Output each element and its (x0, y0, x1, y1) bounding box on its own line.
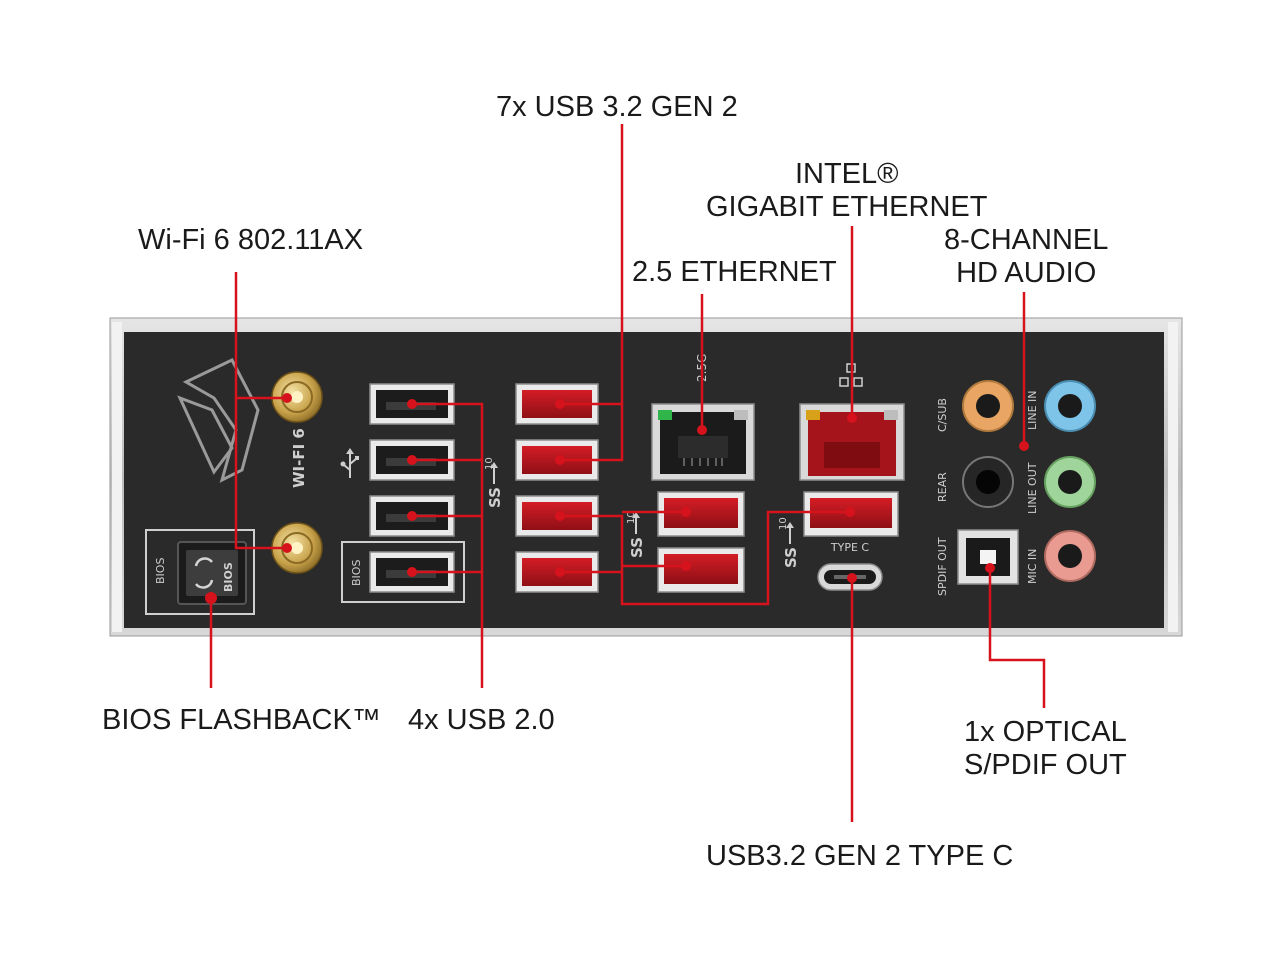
usb10-a-text: 10 (484, 457, 495, 470)
svg-text:SS: SS (782, 547, 800, 568)
svg-text:SS: SS (628, 537, 646, 558)
line-in-text: LINE IN (1026, 390, 1039, 430)
spdif-out-text: SPDIF OUT (936, 537, 949, 596)
csub-text: C/SUB (936, 398, 949, 432)
type-c-panel-text: TYPE C (830, 541, 870, 554)
usb32-port[interactable] (658, 548, 744, 592)
audio-jack-mic-in[interactable] (1045, 531, 1095, 581)
io-bracket (110, 318, 1182, 636)
optical-spdif-port[interactable] (958, 530, 1018, 584)
audio-jack-csub[interactable] (963, 381, 1013, 431)
bios-small-text: BIOS (154, 558, 167, 584)
audio-jack-line-in[interactable] (1045, 381, 1095, 431)
rear-text: REAR (936, 472, 949, 502)
bios-usb-text: BIOS (350, 560, 363, 586)
wifi6-panel-text: WI-FI 6 (290, 428, 308, 488)
svg-text:SS: SS (486, 487, 504, 508)
usb32-port[interactable] (658, 492, 744, 536)
mic-in-text: MIC IN (1026, 549, 1039, 584)
audio-jack-rear[interactable] (963, 457, 1013, 507)
audio-jack-line-out[interactable] (1045, 457, 1095, 507)
bios-button-text: BIOS (222, 562, 235, 592)
line-out-text: LINE OUT (1026, 462, 1039, 514)
usb10-c-text: 10 (778, 517, 789, 530)
